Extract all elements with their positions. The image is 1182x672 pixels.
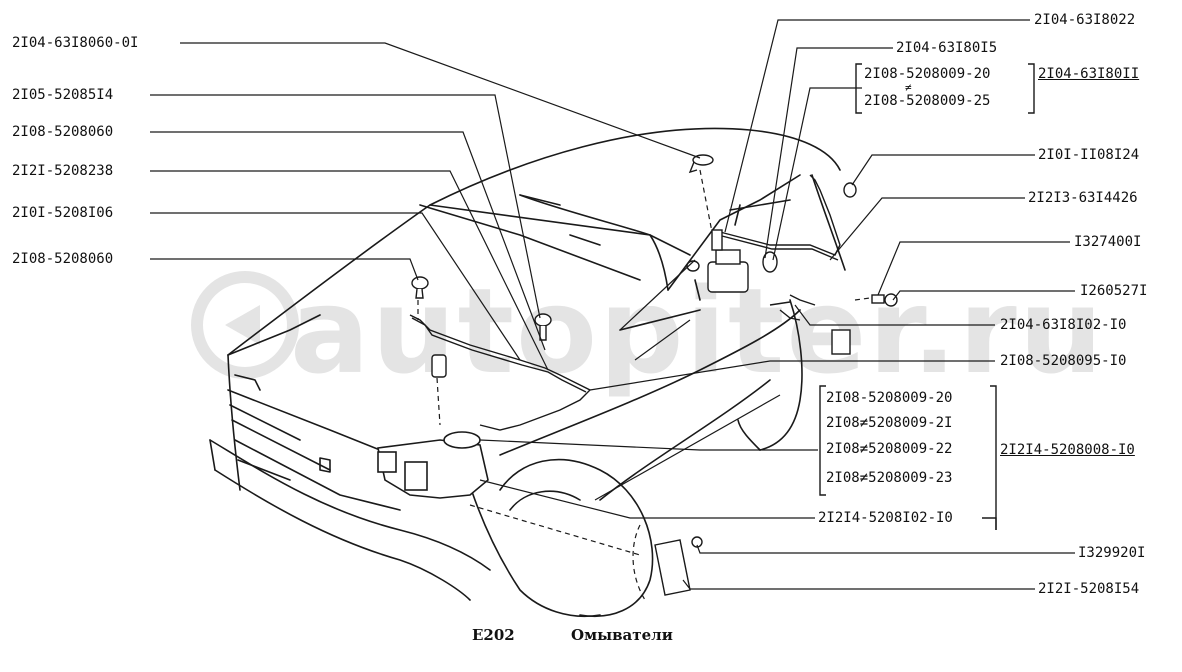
rear-hose — [719, 174, 841, 256]
car-hood-outline — [227, 127, 841, 356]
label-2121-5208238: 2I2I-5208238 — [12, 163, 114, 179]
label-2124-5208008-10: 2I2I4-5208008-I0 — [1000, 442, 1135, 458]
label-2104-6318011: 2I04-63I80II — [1038, 66, 1140, 82]
label-1260527: I260527I — [1080, 283, 1148, 299]
label-2105-5208514: 2I05-52085I4 — [12, 87, 114, 103]
nozzle-front-left — [411, 276, 429, 290]
label-2104-6318060-01: 2I04-63I8060-0I — [12, 35, 139, 51]
label-2123-6314426: 2I2I3-63I4426 — [1028, 190, 1138, 206]
bolt-1327400 — [871, 294, 885, 304]
windshield-outline — [519, 194, 651, 236]
nozzle-front-right — [534, 313, 552, 327]
label-2101-1108124: 2I0I-II08I24 — [1038, 147, 1140, 163]
figure-title: Омыватели — [571, 626, 673, 644]
label-1329920: I329920I — [1078, 545, 1146, 561]
wheel-arch — [464, 469, 601, 618]
washer-hose — [409, 314, 592, 431]
label-2108-5208009-22: 2I08≠5208009-22 — [826, 441, 953, 457]
rear-reservoir — [707, 261, 749, 293]
label-2108-5208060-bottom: 2I08-5208060 — [12, 251, 114, 267]
label-2104-6318015: 2I04-63I80I5 — [896, 40, 998, 56]
label-2104-6318022: 2I04-63I8022 — [1034, 12, 1136, 28]
label-2108-5208009-20-lower: 2I08-5208009-20 — [826, 390, 953, 406]
label-2108-5208009-21: 2I08≠5208009-2I — [826, 415, 953, 431]
bracket-2104-6318102 — [831, 329, 851, 355]
washer-1260527 — [884, 293, 898, 307]
label-2108-5208095-10: 2I08-5208095-I0 — [1000, 353, 1127, 369]
front-pump — [431, 354, 447, 378]
label-2108-5208009-23: 2I08≠5208009-23 — [826, 470, 953, 486]
front-bumper — [209, 439, 491, 571]
label-1327400: I327400I — [1074, 234, 1142, 250]
watermark-logo — [191, 271, 299, 379]
front-washer-reservoir — [377, 431, 489, 499]
label-2124-5208102-10: 2I2I4-5208I02-I0 — [818, 510, 953, 526]
grommet — [843, 182, 857, 198]
label-2108-5208009-20-top: 2I08-5208009-20 — [864, 66, 991, 82]
label-2108-5208009-25: 2I08-5208009-25 — [864, 93, 991, 109]
label-2108-5208060-top: 2I08-5208060 — [12, 124, 114, 140]
fender-line — [499, 309, 801, 456]
figure-code: E202 — [472, 626, 515, 644]
front-wheel — [499, 458, 654, 617]
label-2101-5208106: 2I0I-5208I06 — [12, 205, 114, 221]
label-neq-mark: ≠ — [905, 81, 912, 94]
bracket-plate — [654, 539, 691, 596]
label-2104-6318102-10: 2I04-63I8I02-I0 — [1000, 317, 1127, 333]
car-front-face — [227, 354, 241, 491]
label-2121-5208154: 2I2I-5208I54 — [1038, 581, 1140, 597]
